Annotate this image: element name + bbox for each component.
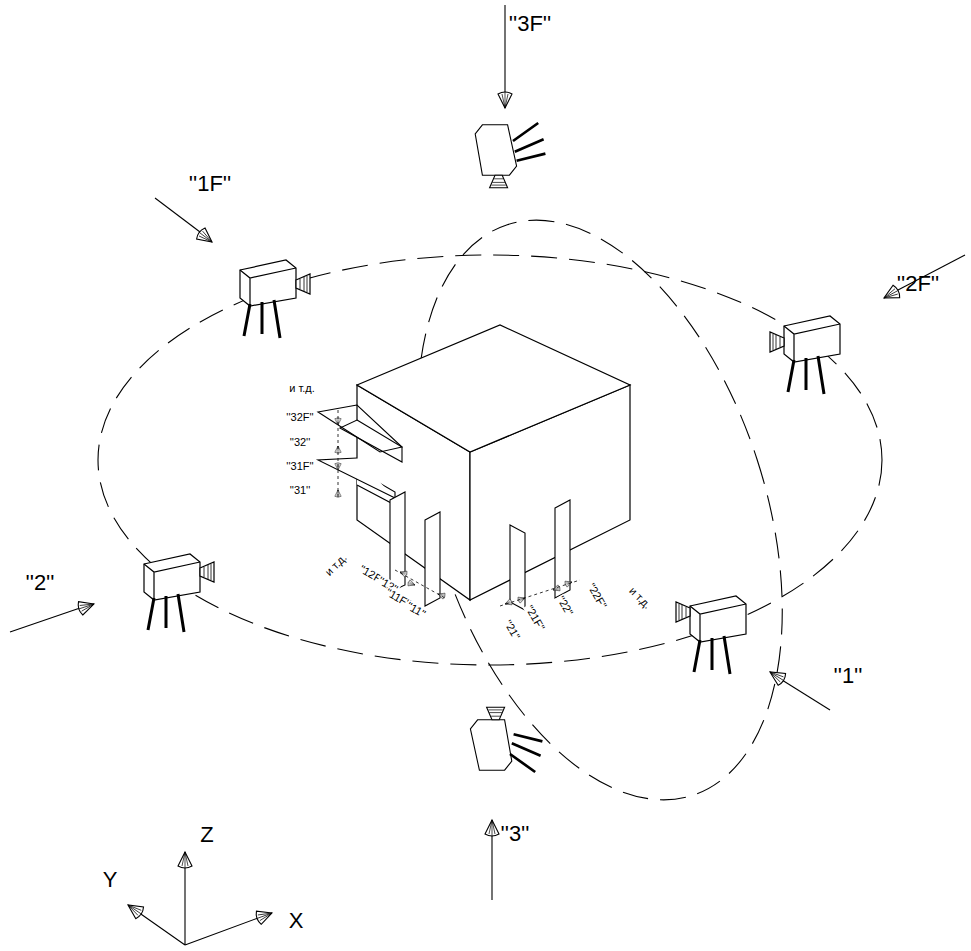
view-label: ''1F'' [189,173,231,195]
small-arrow [335,410,580,607]
view-label: ''2'' [25,572,54,594]
view-label: Z [200,824,213,846]
cube [357,325,630,600]
view-label: и т.д. [626,584,653,611]
view-label: ''3'' [500,823,529,845]
view-label: ''21F'' [523,603,547,634]
camera [475,123,545,188]
view-label: ''3F'' [509,13,551,35]
view-label: ''31F'' [285,461,314,472]
view-label: и т.д. [288,383,316,394]
orbit [98,255,882,665]
view-label: и т.д. [322,551,349,578]
view-label: ''1'' [833,665,862,687]
tab [390,492,570,610]
view-label: ''21'' [502,617,523,642]
camera [470,707,542,772]
tab [318,405,402,505]
view-label: ''31'' [289,485,312,496]
view-label: X [289,910,304,932]
view-label: ''32'' [289,437,312,448]
view-label: Y [103,869,118,891]
view-label: ''22F'' [585,581,609,612]
view-arrow [10,5,965,900]
view-label: ''32F'' [285,412,314,423]
axes [138,865,258,945]
orbit [350,174,849,847]
view-label: ''2F'' [897,273,939,295]
view-label: ''22'' [555,593,576,618]
